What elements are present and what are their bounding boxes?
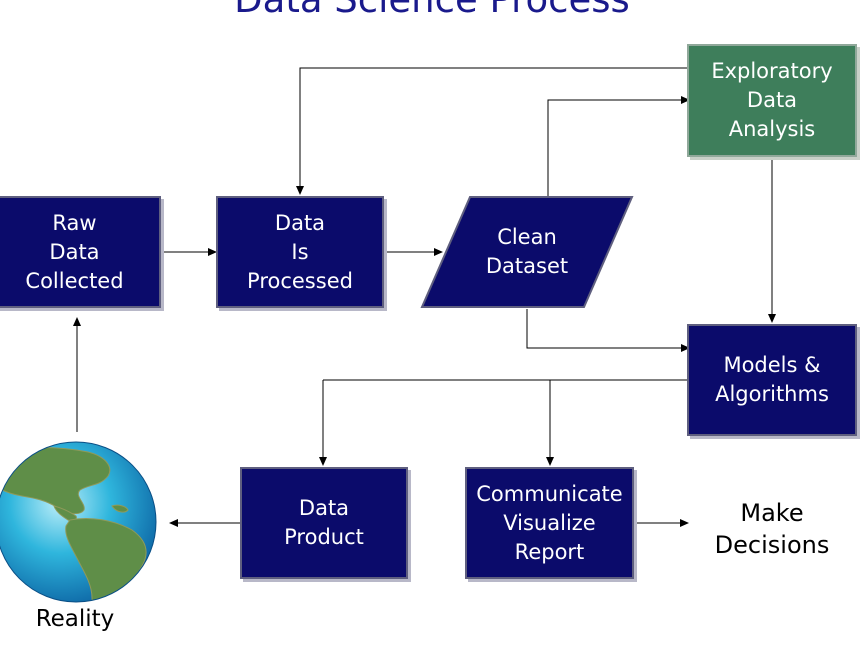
parallelogram-shape xyxy=(420,196,634,308)
arrow-eda-to-processed xyxy=(296,67,687,195)
models-algorithms-box: Models & Algorithms xyxy=(687,324,857,436)
arrow-clean-to-models xyxy=(526,309,690,352)
exploratory-data-analysis-box: Exploratory Data Analysis xyxy=(687,44,857,157)
communicate-visualize-report-box: Communicate Visualize Report xyxy=(465,467,634,579)
data-is-processed-label: Data Is Processed xyxy=(247,210,353,293)
data-product-label: Data Product xyxy=(284,496,364,549)
data-product-box: Data Product xyxy=(240,467,408,579)
data-is-processed-box: Data Is Processed xyxy=(216,196,384,308)
exploratory-data-analysis-label: Exploratory Data Analysis xyxy=(711,59,833,141)
communicate-visualize-report-label: Communicate Visualize Report xyxy=(476,481,623,564)
raw-data-collected-label: Raw Data Collected xyxy=(25,210,124,293)
clean-dataset-label: Clean Dataset xyxy=(485,225,569,278)
arrow-clean-to-eda xyxy=(547,96,690,196)
clean-dataset-box: Clean Dataset xyxy=(420,196,634,308)
make-decisions-label: Make Decisions xyxy=(714,499,830,559)
models-algorithms-label: Models & Algorithms xyxy=(715,353,829,406)
raw-data-collected-box: Raw Data Collected xyxy=(0,196,161,308)
reality-label: Reality xyxy=(35,606,115,632)
diagram-title: Data Science Process xyxy=(0,0,864,22)
